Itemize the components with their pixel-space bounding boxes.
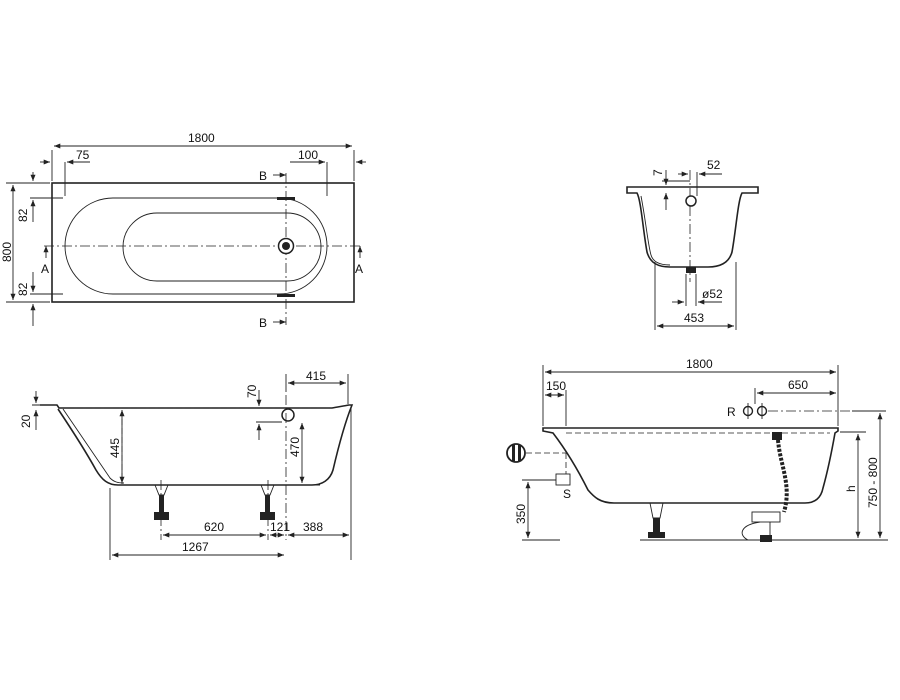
dim-h: h (844, 485, 858, 492)
tub-foot-left (154, 484, 169, 520)
shower-hose (776, 439, 789, 513)
section-b-label-bottom: B (259, 316, 267, 330)
dim-rim-offset: 7 (651, 169, 665, 176)
cross-section-profile (626, 186, 759, 268)
dim-length: 1800 (188, 131, 215, 145)
side-section-profile (40, 404, 354, 486)
tub-foot (648, 502, 665, 538)
tap-label: R (727, 405, 736, 419)
dim-waste-offset: 150 (546, 379, 566, 393)
section-b-marker-top (277, 197, 295, 200)
dim-overflow-from-end: 415 (306, 369, 326, 383)
overflow-icon (685, 195, 697, 207)
dim-feet-to-drain: 121 (270, 520, 290, 534)
dim-rim-height: 20 (19, 414, 33, 428)
dim-width: 800 (0, 242, 14, 262)
cross-section-view: 7 52 ø52 453 (626, 158, 759, 330)
tub-foot-right (260, 484, 275, 520)
section-a-label-left: A (41, 262, 49, 276)
section-a-label-right: A (355, 262, 363, 276)
dim-overall-base: 1267 (182, 540, 209, 554)
dim-edge-bottom: 82 (16, 282, 30, 296)
siphon-label: S (563, 487, 571, 501)
installation-view: R S 1800 150 (506, 357, 888, 542)
side-section-view: 415 20 70 445 470 620 121 388 1267 (19, 369, 354, 560)
dim-end-left: 75 (76, 148, 90, 162)
section-b-label-top: B (259, 169, 267, 183)
dim-overflow-offset: 52 (707, 158, 721, 172)
plan-view: B B A A 1800 75 100 800 82 82 (0, 131, 366, 330)
dim-height-range: 750 - 800 (866, 457, 880, 508)
tub-bottom-outline (122, 212, 322, 282)
dim-inner-depth: 445 (108, 438, 122, 458)
drain-connection-icon (506, 443, 526, 463)
install-profile (542, 427, 839, 504)
drain-outlet (686, 267, 696, 273)
dim-edge-top: 82 (16, 208, 30, 222)
dim-install-length: 1800 (686, 357, 713, 371)
siphon-box (555, 473, 571, 486)
dim-feet-spacing: 620 (204, 520, 224, 534)
dim-siphon-height: 350 (514, 504, 528, 524)
dim-drain-diameter: ø52 (702, 287, 723, 301)
section-b-marker-bottom (277, 294, 295, 297)
dim-bottom-width: 453 (684, 311, 704, 325)
dim-end-right: 100 (298, 148, 318, 162)
siphon-icon (741, 511, 781, 542)
dim-overflow-height: 470 (288, 437, 302, 457)
dim-overflow-depth: 70 (245, 384, 259, 398)
dim-tap-offset: 650 (788, 378, 808, 392)
overflow-icon (281, 408, 295, 422)
tub-outline (51, 182, 355, 303)
dim-drain-to-end: 388 (303, 520, 323, 534)
